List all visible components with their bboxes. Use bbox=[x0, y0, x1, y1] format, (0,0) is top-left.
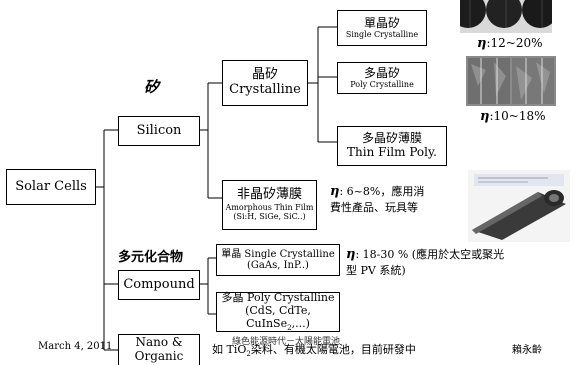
compound-label: Compound bbox=[123, 276, 195, 292]
poly-crystalline-panel-image bbox=[466, 56, 556, 106]
subscript: 2 bbox=[246, 350, 251, 359]
amorphous-note-line2: 費性產品、玩具等 bbox=[330, 200, 418, 214]
crystalline-node: 晶矽 Crystalline bbox=[222, 60, 308, 106]
solar-cells-label: Solar Cells bbox=[15, 178, 87, 194]
compound-node: Compound bbox=[118, 270, 200, 300]
eta-symbol: η bbox=[346, 247, 356, 262]
silicon-chinese-label: 矽 bbox=[144, 78, 160, 96]
crystalline-zh: 晶矽 bbox=[251, 67, 278, 83]
nano-organic-line1: Nano & bbox=[135, 335, 183, 350]
silicon-label: Silicon bbox=[136, 122, 182, 138]
compound-poly-materials: (CdS, CdTe, CuInSe bbox=[245, 303, 311, 330]
flexible-thin-film-image bbox=[468, 170, 570, 242]
compound-poly-materials-end: ,...) bbox=[291, 316, 310, 330]
compound-single-line1: 單晶 Single Crystalline bbox=[221, 248, 335, 260]
solar-cells-node: Solar Cells bbox=[6, 169, 96, 205]
silicon-node: Silicon bbox=[118, 116, 200, 146]
poly-crystalline-efficiency-value: :10~18% bbox=[489, 109, 546, 123]
subscript: 2 bbox=[287, 323, 292, 332]
crystalline-en: Crystalline bbox=[229, 82, 301, 97]
thin-film-poly-en: Thin Film Poly. bbox=[347, 145, 437, 159]
compound-heading: 多元化合物 bbox=[118, 250, 184, 265]
single-crystalline-efficiency-value: :12~20% bbox=[486, 36, 543, 50]
amorphous-efficiency-note: η: 6~8%，應用消 費性產品、玩具等 bbox=[330, 183, 424, 215]
single-crystalline-node: 單晶矽 Single Crystalline bbox=[337, 10, 427, 46]
single-crystalline-wafers-image bbox=[460, 0, 552, 33]
compound-poly-line1: 多晶 Poly Crystalline bbox=[221, 291, 335, 305]
single-crystalline-en: Single Crystalline bbox=[345, 30, 419, 40]
nano-organic-node: Nano & Organic bbox=[118, 334, 200, 365]
compound-poly-line2: (CdS, CdTe, CuInSe2,...) bbox=[217, 303, 339, 332]
single-crystalline-zh: 單晶矽 bbox=[363, 15, 400, 30]
single-crystalline-photo bbox=[460, 0, 552, 33]
nano-organic-line2: Organic bbox=[134, 349, 184, 363]
footer-date: March 4, 2011 bbox=[38, 341, 113, 352]
poly-crystalline-node: 多晶矽 Poly Crystalline bbox=[337, 62, 427, 94]
footer-overlay-title: 綠色能源時代－太陽能電池 bbox=[232, 337, 341, 347]
poly-crystalline-en: Poly Crystalline bbox=[350, 80, 414, 90]
compound-single-line2: (GaAs, InP..) bbox=[247, 260, 309, 271]
compound-poly-crystalline-node: 多晶 Poly Crystalline (CdS, CdTe, CuInSe2,… bbox=[216, 292, 340, 332]
eta-symbol: η bbox=[480, 109, 490, 124]
amorphous-note-line1: : 6~8%，應用消 bbox=[339, 185, 425, 198]
thin-film-poly-node: 多晶矽薄膜 Thin Film Poly. bbox=[337, 126, 447, 166]
amorphous-zh: 非晶矽薄膜 bbox=[236, 187, 302, 203]
single-crystalline-efficiency: η:12~20% bbox=[477, 36, 543, 51]
footer-note-b: 染料、有機太陽電池，目前研發中 bbox=[250, 343, 416, 356]
amorphous-node: 非晶矽薄膜 Amorphous Thin Film (Si:H, SiGe, S… bbox=[222, 180, 317, 230]
eta-symbol: η bbox=[477, 36, 487, 51]
amorphous-film-photo bbox=[468, 170, 570, 242]
footer-note: 如 TiO2染料、有機太陽電池，目前研發中 bbox=[212, 341, 416, 358]
footer-author: 賴永齡 bbox=[512, 345, 542, 356]
compound-single-note-line1: : 18-30 % (應用於太空或聚光 bbox=[355, 248, 505, 261]
amorphous-en: Amorphous Thin Film bbox=[225, 203, 314, 213]
compound-single-crystalline-node: 單晶 Single Crystalline (GaAs, InP..) bbox=[216, 244, 340, 276]
poly-crystalline-efficiency: η:10~18% bbox=[480, 109, 546, 124]
footer-note-a: 如 TiO bbox=[212, 343, 247, 356]
thin-film-poly-zh: 多晶矽薄膜 bbox=[361, 131, 422, 146]
poly-crystalline-zh: 多晶矽 bbox=[363, 65, 400, 80]
compound-single-efficiency-note: η: 18-30 % (應用於太空或聚光 型 PV 系統) bbox=[346, 246, 504, 278]
compound-single-note-line2: 型 PV 系統) bbox=[346, 263, 406, 277]
poly-crystalline-photo bbox=[466, 56, 556, 106]
eta-symbol: η bbox=[330, 184, 340, 199]
amorphous-en-materials: (Si:H, SiGe, SiC..) bbox=[233, 212, 306, 222]
